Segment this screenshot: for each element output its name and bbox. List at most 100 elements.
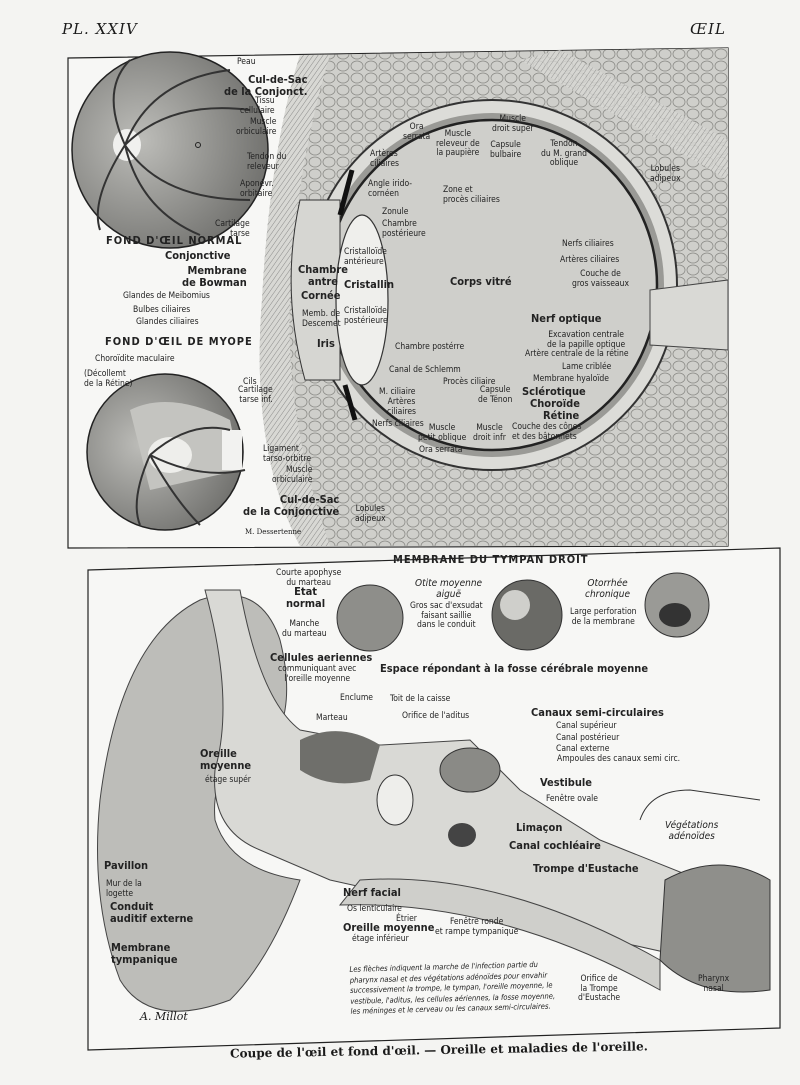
label-bulbes: Bulbes ciliaires <box>133 305 191 315</box>
label-ligament: Ligament tarso-orbitre <box>263 444 312 464</box>
label-petit-oblique: Muscle petit oblique <box>418 423 467 443</box>
label-trompe: Trompe d'Eustache <box>533 862 639 875</box>
label-nerf-facial: Nerf facial <box>343 886 401 899</box>
label-chambre-post-bot: Chambre postérre <box>395 342 465 352</box>
label-chambre-post-top: Chambre postérieure <box>382 219 426 239</box>
label-enclume: Enclume <box>340 693 374 703</box>
label-cartilage-tarse: Cartilage tarse <box>215 219 250 239</box>
label-arteres-cil-bot: Artères ciliaires <box>387 397 417 417</box>
label-cul-de-sac-bot: Cul-de-Sac de la Conjonctive <box>243 493 340 518</box>
label-ora-serrata-top: Ora serrata <box>403 122 431 142</box>
label-nerfs-cil-bot: Nerfs ciliaires <box>372 419 424 429</box>
artist-signature-ear: A. Millot <box>140 1010 188 1023</box>
label-conjonctive: Conjonctive <box>165 249 231 262</box>
infection-note: Les flèches indiquent la marche de l'inf… <box>349 959 556 1016</box>
label-corps-vitre: Corps vitré <box>450 275 512 288</box>
label-m-ciliaire: M. ciliaire <box>379 387 416 397</box>
label-lobules-bot: Lobules adipeux <box>355 504 386 524</box>
label-cornee: Cornée <box>301 289 341 302</box>
label-canal-cochleaire: Canal cochléaire <box>509 839 601 852</box>
label-vegetations: Végétations adénoïdes <box>665 820 719 842</box>
label-oreille-sup-sub: étage supér <box>205 775 251 785</box>
ear-panel <box>87 547 781 1051</box>
label-sclerotique: Sclérotique <box>522 385 586 398</box>
label-peau: Peau <box>237 57 256 67</box>
label-manche: Manche du marteau <box>282 619 327 639</box>
label-canal-ext: Canal externe <box>556 744 610 754</box>
label-canal-post: Canal postérieur <box>556 733 620 743</box>
section-title: ŒIL <box>690 20 726 38</box>
artist-signature-eye: M. Dessertenne <box>245 528 302 536</box>
label-glandes-cil: Glandes ciliaires <box>136 317 199 327</box>
label-canaux: Canaux semi-circulaires <box>531 706 664 719</box>
label-conduit: Conduit auditif externe <box>110 900 194 925</box>
label-arteres-cil-top: Artères ciliaires <box>370 149 400 169</box>
label-zonule: Zonule <box>382 207 409 217</box>
tympanic-otitis-image <box>491 579 563 651</box>
label-meibomius: Glandes de Meibomius <box>123 291 210 301</box>
label-vestibule: Vestibule <box>540 776 593 789</box>
label-ora-serrata-bot: Ora serrata <box>419 445 463 455</box>
label-oreille-inf-sub: étage inférieur <box>352 934 409 944</box>
label-fenetre-ronde: Fenêtre ronde et rampe tympanique <box>435 917 519 937</box>
label-capsule-bulbaire: Capsule bulbaire <box>490 140 522 160</box>
label-otite: Otite moyenne aiguë <box>415 578 483 600</box>
label-proces-ciliaire: Procès ciliaire <box>443 377 496 387</box>
label-os-lenticulaire: Os lenticulaire <box>347 904 402 914</box>
label-fond-myope: FOND D'ŒIL DE MYOPE <box>105 335 253 348</box>
eye-panel <box>67 47 729 549</box>
plate-number: PL. XXIV <box>62 20 138 38</box>
label-tissu: Tissu cellulaire <box>240 96 275 116</box>
label-orifice-trompe: Orifice de la Trompe d'Eustache <box>578 974 621 1003</box>
label-cellules: Cellules aeriennes <box>270 651 373 664</box>
label-fond-normal: FOND D'ŒIL NORMAL <box>106 234 243 247</box>
label-releveur-paupiere: Muscle releveur de la paupière <box>436 129 480 158</box>
label-retine: Rétine <box>543 409 580 422</box>
tympanic-normal-image <box>336 584 404 652</box>
label-cristalloide-post: Cristalloïde postérieure <box>344 306 388 326</box>
label-lobules-top: Lobules adipeux <box>650 164 681 184</box>
label-muscle-orb: Muscle orbiculaire <box>236 117 277 137</box>
label-nerfs-cil-right: Nerfs ciliaires <box>562 239 614 249</box>
label-angle-irido: Angle irido- cornéen <box>368 179 413 199</box>
label-cones: Couche des cônes et des bâtonnets <box>512 422 582 442</box>
label-fenetre-ovale: Fenêtre ovale <box>546 794 599 804</box>
label-hyaloide: Membrane hyaloïde <box>533 374 609 384</box>
label-choroidite: Choroïdite maculaire <box>95 354 175 364</box>
label-cils: Cils <box>243 377 257 387</box>
label-ampoules: Ampoules des canaux semi circ. <box>557 754 681 764</box>
label-decollement: (Décollemt de la Rétine) <box>84 369 133 389</box>
label-lame-criblee: Lame criblée <box>562 362 612 372</box>
label-tendon-releveur: Tendon du releveur <box>247 152 287 172</box>
label-gros-sac: Gros sac d'exsudat faisant saillie dans … <box>410 601 483 630</box>
label-bowman: Membrane de Bowman <box>182 264 247 289</box>
label-excavation: Excavation centrale de la papille optiqu… <box>547 330 626 350</box>
label-descemet: Memb. de Descemet <box>302 309 341 329</box>
label-gros-vaisseaux: Couche de gros vaisseaux <box>572 269 629 289</box>
label-canal-sup: Canal supérieur <box>556 721 617 731</box>
label-chambre-ant: Chambre antre <box>298 263 348 288</box>
label-choroide: Choroïde <box>530 397 580 410</box>
label-oreille-sup: Oreille moyenne <box>200 747 252 772</box>
label-droit-inf: Muscle droit infr <box>473 423 506 443</box>
tympanic-otorrhea-image <box>644 572 710 638</box>
label-pavillon: Pavillon <box>104 859 149 872</box>
label-cristallin: Cristallin <box>344 278 395 291</box>
label-cristalloide-ant: Cristalloïde antérieure <box>344 247 387 267</box>
label-mur: Mur de la logette <box>106 879 142 899</box>
label-droit-super: Muscle droit supér <box>492 114 534 134</box>
label-iris: Iris <box>317 337 335 350</box>
label-courte-apophyse: Courte apophyse du marteau <box>276 568 342 588</box>
label-cellules-sub: communiquant avec l'oreille moyenne <box>278 664 357 684</box>
label-title: MEMBRANE DU TYMPAN DROIT <box>393 553 589 566</box>
label-pharynx: Pharynx nasal <box>698 974 730 994</box>
label-otorrhee: Otorrhée chronique <box>585 578 631 600</box>
label-tendon-grand-oblique: Tendon du M. grand oblique <box>541 139 587 168</box>
label-tenon: Capsule de Ténon <box>478 385 513 405</box>
label-limacon: Limaçon <box>516 821 563 834</box>
myopic-fundus-image <box>86 373 246 531</box>
label-muscle-orb2: Muscle orbiculaire <box>272 465 313 485</box>
label-nerf-optique: Nerf optique <box>531 312 602 325</box>
label-perforation: Large perforation de la membrane <box>570 607 637 627</box>
